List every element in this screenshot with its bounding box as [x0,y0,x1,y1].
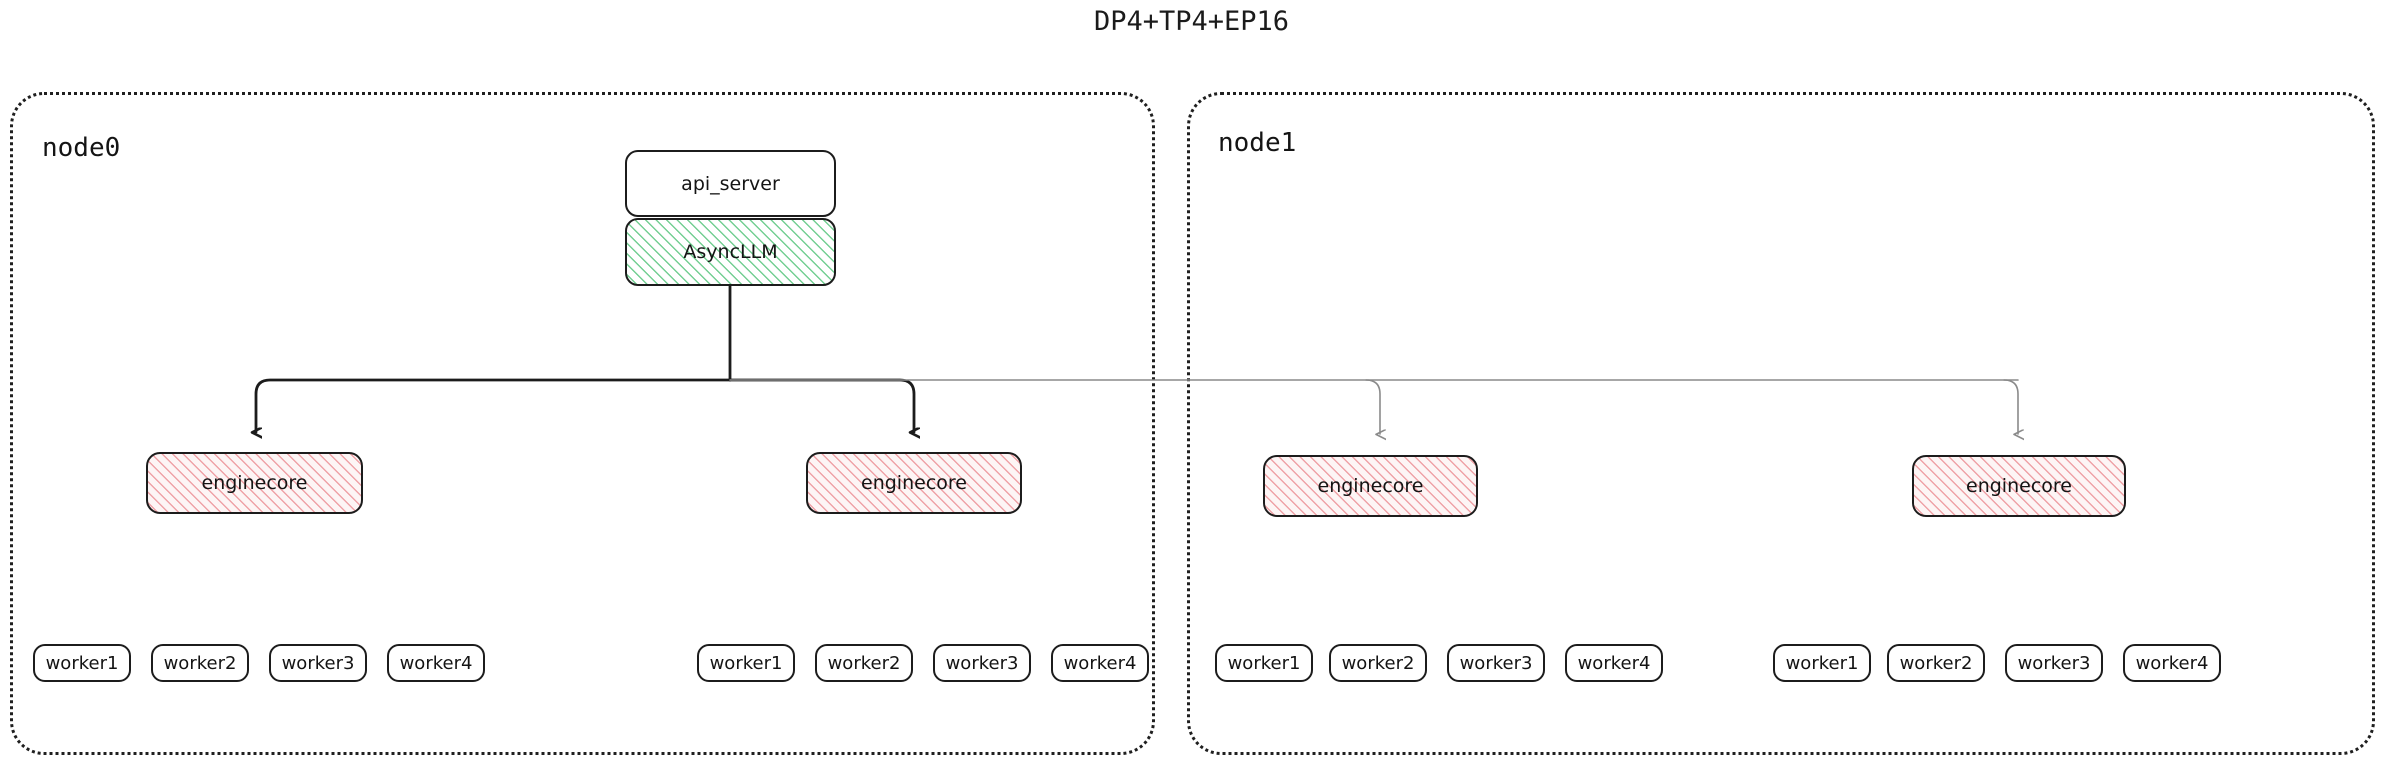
worker-box-node0-1-3[interactable]: worker4 [1051,644,1149,682]
enginecore-label: enginecore [1966,475,2072,497]
worker-box-node0-0-2[interactable]: worker3 [269,644,367,682]
worker-label: worker4 [1063,652,1137,674]
worker-box-node1-0-0[interactable]: worker1 [1215,644,1313,682]
worker-label: worker3 [281,652,355,674]
api-server-label: api_server [681,172,780,195]
worker-box-node0-0-3[interactable]: worker4 [387,644,485,682]
worker-box-node0-0-1[interactable]: worker2 [151,644,249,682]
enginecore-label: enginecore [1317,475,1424,497]
worker-box-node1-1-0[interactable]: worker1 [1773,644,1871,682]
node-container-node1 [1187,92,2375,755]
node-container-node0 [10,92,1155,755]
page-title: DP4+TP4+EP16 [1093,6,1290,37]
worker-box-node1-0-3[interactable]: worker4 [1565,644,1663,682]
worker-label: worker2 [163,652,237,674]
enginecore-box-node0-0[interactable]: enginecore [146,452,363,514]
enginecore-box-node1-0[interactable]: enginecore [1263,455,1478,517]
worker-box-node1-1-3[interactable]: worker4 [2123,644,2221,682]
worker-label: worker3 [945,652,1019,674]
worker-label: worker1 [45,652,119,674]
node-label-node1: node1 [1218,128,1297,158]
worker-label: worker1 [709,652,783,674]
worker-label: worker3 [2017,652,2091,674]
worker-label: worker4 [399,652,473,674]
worker-label: worker4 [2135,652,2209,674]
enginecore-box-node1-1[interactable]: enginecore [1912,455,2126,517]
node-label-node0: node0 [42,133,121,163]
worker-label: worker2 [1341,652,1415,674]
worker-label: worker4 [1577,652,1651,674]
worker-label: worker1 [1227,652,1301,674]
enginecore-label: enginecore [201,472,308,494]
worker-box-node0-1-2[interactable]: worker3 [933,644,1031,682]
worker-box-node0-1-0[interactable]: worker1 [697,644,795,682]
enginecore-label: enginecore [861,472,967,494]
worker-label: worker1 [1785,652,1859,674]
worker-label: worker2 [827,652,901,674]
worker-box-node1-1-1[interactable]: worker2 [1887,644,1985,682]
enginecore-box-node0-1[interactable]: enginecore [806,452,1022,514]
worker-box-node0-1-1[interactable]: worker2 [815,644,913,682]
worker-box-node1-0-2[interactable]: worker3 [1447,644,1545,682]
async-llm-box[interactable]: AsyncLLM [625,218,836,286]
worker-box-node1-1-2[interactable]: worker3 [2005,644,2103,682]
worker-box-node1-0-1[interactable]: worker2 [1329,644,1427,682]
worker-label: worker3 [1459,652,1533,674]
worker-box-node0-0-0[interactable]: worker1 [33,644,131,682]
async-llm-label: AsyncLLM [683,241,778,263]
api-server-box[interactable]: api_server [625,150,836,217]
worker-label: worker2 [1899,652,1973,674]
